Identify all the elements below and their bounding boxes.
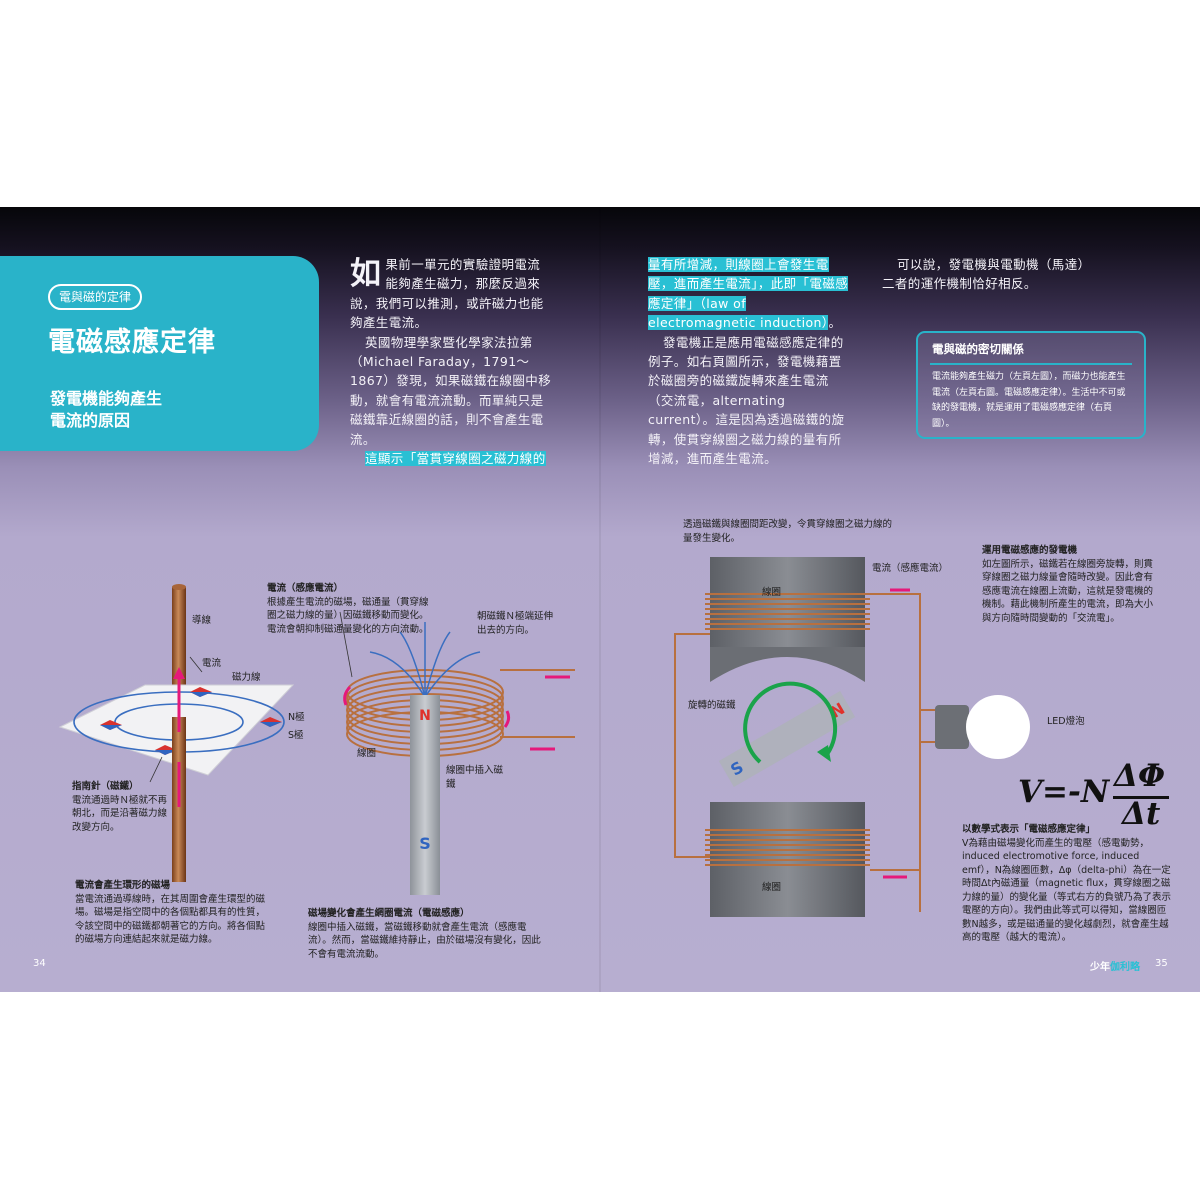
rotation-arrow-head (817, 745, 831, 762)
coil-top-windings (705, 593, 870, 630)
led-bulb (966, 695, 1030, 759)
footer-brand: 少年伽利略 (1090, 958, 1140, 973)
field-lines-up (369, 622, 481, 698)
body-column-3: 可以說，發電機與電動機（馬達）二者的運作機制恰好相反。 (882, 255, 1087, 294)
fig2-caption-text: 線圈中插入磁鐵，當磁鐵移動就會產生電流（感應電流）。然而，當磁鐵維持靜止，由於磁… (308, 921, 541, 960)
formula-fraction-bar (1113, 796, 1169, 799)
fig1-caption-head: 電流會產生環形的磁場 (75, 880, 171, 891)
circuit-right (870, 593, 921, 912)
fig3-top-note: 透過磁鐵與線圈間距改變，令貫穿線圈之磁力線的量發生變化。 (683, 519, 893, 544)
label-induced-current: 電流（感應電流） (872, 563, 949, 574)
circuit-to-led (919, 594, 935, 711)
magnet-n-label: N (419, 708, 431, 724)
label-led-bulb: LED燈泡 (1047, 716, 1085, 727)
section-tag: 電與磁的定律 (48, 284, 143, 310)
formula-caption-text: V為藉由磁場變化而產生的電壓（感電動勢，induced electromotiv… (962, 837, 1172, 944)
circuit-from-led (919, 741, 935, 870)
formula-caption-head: 以數學式表示「電磁感應定律」 (962, 824, 1096, 835)
figure-coil-magnet: N S (339, 611, 575, 895)
fig1-caption-text: 當電流通過導線時，在其周圍會產生環型的磁場。磁場是指空間中的各個點都具有的性質，… (75, 893, 266, 946)
wire-upper (172, 587, 186, 712)
col1-paragraph-1: 果前一單元的實驗證明電流能夠產生磁力，那麼反過來說，我們可以推測，或許磁力也能夠… (350, 257, 544, 331)
pole-top (710, 647, 865, 682)
formula-sign: =-N (1042, 774, 1110, 810)
fig3-generator-text: 如左圖所示，磁鐵若在線圈旁旋轉，則貫穿線圈之磁力線量會隨時改變。因此會有感應電流… (982, 558, 1154, 624)
page-fold (599, 207, 601, 992)
magnet-s-label: S (419, 834, 431, 853)
col1-paragraph-2: 英國物理學家暨化學家法拉第（Michael Faraday，1791～1867）… (350, 334, 552, 447)
coil-current-arrow-right (503, 710, 511, 728)
compass-caption-text: 電流通過時Ｎ極就不再朝北，而是沿著磁力線改變方向。 (72, 794, 168, 833)
fig1-caption: 電流會產生環形的磁場 當電流通過導線時，在其周圍會產生環型的磁場。磁場是指空間中… (75, 879, 265, 947)
drop-cap: 如 (350, 256, 382, 292)
title-panel: 電與磁的定律 電磁感應定律 發電機能夠產生 電流的原因 (0, 256, 319, 451)
bar-magnet (410, 695, 440, 895)
fig2-current-head: 電流（感應電流） (267, 583, 344, 594)
page-number-right: 35 (1155, 958, 1168, 969)
label-coil: 線圈 (357, 748, 377, 759)
col3-paragraph-1: 可以說，發電機與電動機（馬達）二者的運作機制恰好相反。 (882, 257, 1085, 292)
body-column-2: 量有所增減，則線圈上會發生電壓，進而產生電流」，此即「電磁感應定律」（law o… (648, 255, 851, 468)
col2-tail: 。 (828, 315, 842, 331)
core-top (710, 557, 865, 647)
page-number-left: 34 (33, 958, 46, 969)
label-insert-magnet: 線圈中插入磁鐵 (446, 765, 504, 790)
label-coil-bottom: 線圈 (762, 882, 782, 893)
figure-wire-magnetic-field (58, 584, 295, 882)
coil-current-arrow-left (343, 685, 352, 706)
led-base (935, 705, 969, 749)
formula: V =-N ΔΦ Δt (1018, 758, 1169, 832)
article-title: 電磁感應定律 (48, 327, 216, 358)
formula-caption: 以數學式表示「電磁感應定律」 V為藉由磁場變化而產生的電壓（感電動勢，induc… (962, 823, 1172, 945)
col2-highlight: 量有所增減，則線圈上會發生電壓，進而產生電流」，此即「電磁感應定律」（law o… (648, 257, 849, 331)
rotation-arrow (743, 681, 838, 764)
article-subtitle: 發電機能夠產生 電流的原因 (50, 389, 163, 430)
formula-numerator: ΔΦ (1114, 758, 1166, 794)
fig2-caption-head: 磁場變化會產生網圈電流（電磁感應） (308, 908, 470, 919)
compass-caption: 指南針（磁鐵） 電流通過時Ｎ極就不再朝北，而是沿著磁力線改變方向。 (72, 780, 172, 834)
label-coil-top: 線圈 (762, 587, 782, 598)
circuit-left (674, 633, 710, 858)
label-n-extend: 朝磁鐵Ｎ極端延伸出去的方向。 (477, 611, 554, 636)
wire-end (172, 584, 186, 590)
fig3-generator-head: 運用電磁感應的發電機 (982, 545, 1078, 556)
figure-generator: N S (674, 557, 1030, 917)
fig2-caption: 磁場變化會產生網圈電流（電磁感應） 線圈中插入磁鐵，當磁鐵移動就會產生電流（感應… (308, 907, 548, 961)
note-box-rule (930, 363, 1132, 365)
note-box-text: 電流能夠產生磁力（左頁左圖），而磁力也能產生電流（左頁右圖。電磁感應定律）。生活… (932, 372, 1126, 429)
formula-denominator: Δt (1122, 796, 1161, 832)
formula-lhs: V (1018, 774, 1043, 810)
label-s-pole: S極 (288, 730, 304, 741)
label-field-lines: 磁力線 (232, 672, 261, 683)
leader-current-coil (339, 611, 353, 678)
label-rotating-magnet: 旋轉的磁鐵 (688, 700, 736, 711)
magazine-spread: 電與磁的定律 電磁感應定律 發電機能夠產生 電流的原因 如果前一單元的實驗證明電… (0, 207, 1200, 992)
coil-bottom-windings (705, 829, 870, 866)
compass-needles (100, 687, 282, 755)
label-current: 電流 (202, 658, 222, 669)
current-arrow-head (173, 667, 185, 679)
leader-compass (149, 756, 163, 783)
col1-highlight: 這顯示「當貫穿線圈之磁力線的 (365, 451, 546, 467)
label-wire: 導線 (192, 615, 212, 626)
note-box-heading: 電與磁的密切關係 (932, 342, 1024, 356)
leader-current (189, 656, 203, 673)
fig3-generator-caption: 運用電磁感應的發電機 如左圖所示，磁鐵若在線圈旁旋轉，則貫穿線圈之磁力線量會隨時… (982, 544, 1162, 625)
body-column-1: 如果前一單元的實驗證明電流能夠產生磁力，那麼反過來說，我們可以推測，或許磁力也能… (350, 255, 553, 468)
note-box: 電與磁的密切關係 電流能夠產生磁力（左頁左圖），而磁力也能產生電流（左頁右圖。電… (916, 331, 1146, 439)
fig2-current-caption: 電流（感應電流） 根據產生電流的磁場，磁通量（貫穿線圈之磁力線的量）因磁鐵移動而… (267, 582, 437, 636)
label-n-pole: N極 (288, 712, 305, 723)
brand-part-1: 少年 (1090, 962, 1110, 973)
compass-caption-head: 指南針（磁鐵） (72, 781, 139, 792)
brand-part-2: 伽利略 (1110, 962, 1140, 973)
col2-paragraph-2: 發電機正是應用電磁感應定律的例子。如右頁圖所示，發電機藉置於磁圈旁的磁鐵旋轉來產… (648, 334, 845, 467)
fig2-current-text: 根據產生電流的磁場，磁通量（貫穿線圈之磁力線的量）因磁鐵移動而變化。電流會朝抑制… (267, 596, 429, 635)
